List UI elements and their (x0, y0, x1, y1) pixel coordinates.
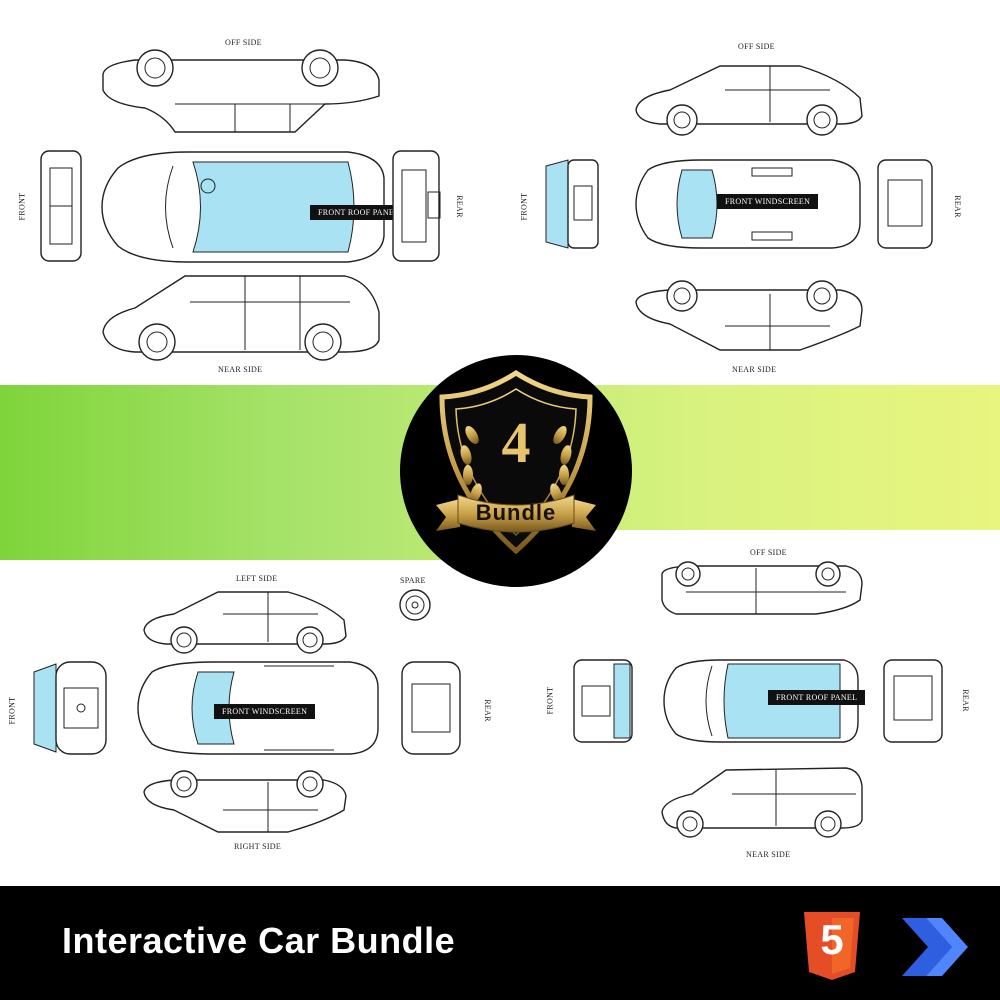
sports-rear-view[interactable] (872, 156, 938, 252)
estate-car-diagram[interactable]: OFF SIDE FRONT FRONT ROOF PANEL REAR NEA… (17, 30, 490, 380)
footer-title: Interactive Car Bundle (62, 920, 456, 961)
estate-near-side-view[interactable] (95, 272, 385, 362)
saloon-rear-view[interactable] (396, 658, 466, 758)
van-near-side-view[interactable] (656, 762, 866, 842)
sports-car-diagram[interactable]: OFF SIDE FRONT FRONT WINDSCREEN REAR NEA… (519, 30, 990, 380)
van-highlight-tag: FRONT ROOF PANEL (768, 690, 866, 705)
laurel-right-icon (550, 425, 572, 503)
sports-near-side-label: NEAR SIDE (732, 365, 777, 374)
sports-near-side-view[interactable] (630, 280, 870, 356)
sports-front-label: FRONT (519, 192, 529, 221)
van-near-side-label: NEAR SIDE (746, 850, 791, 859)
van-front-label: FRONT (545, 686, 555, 715)
saloon-front-view[interactable] (30, 658, 110, 758)
saloon-right-side-view[interactable] (138, 770, 354, 838)
saloon-front-label: FRONT (7, 696, 17, 725)
estate-highlight-tag: FRONT ROOF PANEL (310, 205, 408, 220)
saloon-highlight-tag: FRONT WINDSCREEN (214, 704, 316, 719)
estate-front-label: FRONT (17, 192, 27, 221)
van-rear-label: REAR (960, 689, 970, 712)
van-plan-view[interactable] (660, 656, 862, 746)
badge-ribbon-text: Bundle (475, 500, 557, 525)
html5-logo-glyph: 5 (820, 916, 844, 963)
badge-number: 4 (501, 410, 531, 475)
van-front-view[interactable] (570, 656, 636, 746)
shield-icon (436, 370, 596, 555)
sports-rear-label: REAR (952, 195, 962, 218)
saloon-left-side-label: LEFT SIDE (236, 574, 278, 583)
van-off-side-view[interactable] (656, 560, 866, 634)
saloon-left-side-view[interactable] (138, 586, 354, 654)
sports-off-side-view[interactable] (630, 60, 870, 136)
double-chevron-arrow-icon (902, 918, 968, 976)
sports-off-side-label: OFF SIDE (738, 42, 775, 51)
sports-front-view[interactable] (542, 156, 602, 252)
saloon-spare-label: SPARE (400, 576, 426, 585)
estate-near-side-label: NEAR SIDE (218, 365, 263, 374)
saloon-rear-label: REAR (482, 699, 492, 722)
van-rear-view[interactable] (880, 656, 946, 746)
van-off-side-label: OFF SIDE (750, 548, 787, 557)
estate-plan-view[interactable] (98, 148, 388, 266)
van-diagram[interactable]: OFF SIDE FRONT FRONT ROOF PANEL REAR NEA… (545, 540, 990, 870)
estate-off-side-label: OFF SIDE (225, 38, 262, 47)
estate-off-side-view[interactable] (95, 46, 385, 136)
html5-logo-icon (804, 912, 860, 980)
spare-wheel[interactable] (398, 588, 432, 622)
estate-rear-label: REAR (454, 195, 464, 218)
saloon-right-side-label: RIGHT SIDE (234, 842, 282, 851)
saloon-car-diagram[interactable]: LEFT SIDE SPARE FRONT FRONT WINDSCREEN R… (7, 570, 510, 870)
estate-front-view[interactable] (38, 148, 84, 264)
estate-rear-view[interactable] (390, 148, 446, 264)
sports-highlight-tag: FRONT WINDSCREEN (717, 194, 819, 209)
laurel-left-icon (460, 425, 482, 503)
bundle-badge: 4 Bundle (400, 355, 632, 587)
